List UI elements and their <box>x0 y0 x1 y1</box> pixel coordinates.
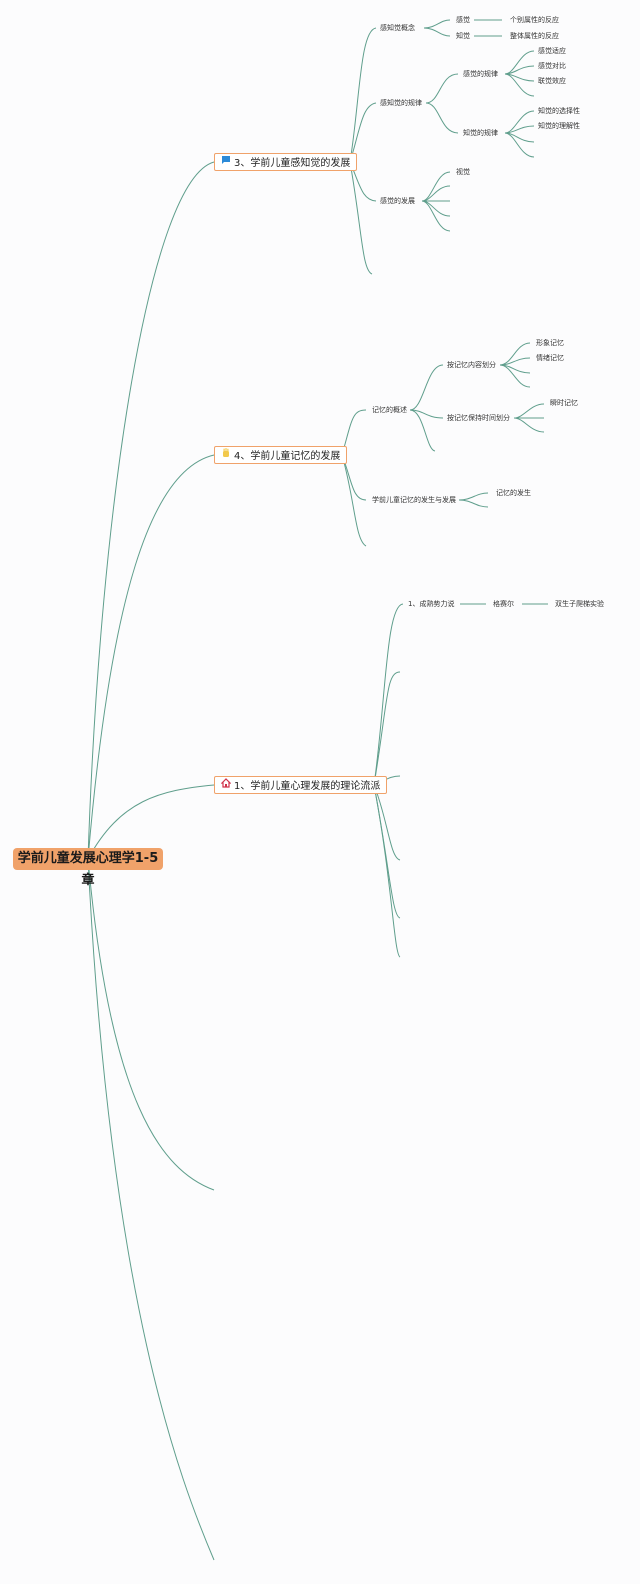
node-by-duration[interactable]: 按记忆保持时间划分 <box>447 414 510 422</box>
node-sensory-adaptation[interactable]: 感觉适应 <box>538 47 566 55</box>
node-vision[interactable]: 视觉 <box>456 168 470 176</box>
node-memory-occurrence[interactable]: 记忆的发生 <box>496 489 531 497</box>
node-maturation-theory[interactable]: 1、成熟势力说 <box>408 600 455 608</box>
node-perception-laws[interactable]: 感知觉的规律 <box>380 99 422 107</box>
node-perception-selectivity[interactable]: 知觉的选择性 <box>538 107 580 115</box>
branch-label: 1、学前儿童心理发展的理论流派 <box>234 781 381 792</box>
home-icon <box>220 777 232 795</box>
flag-icon <box>221 154 231 172</box>
node-perception-concept[interactable]: 感知觉概念 <box>380 24 415 32</box>
node-twin-experiment[interactable]: 双生子爬梯实验 <box>555 600 604 608</box>
node-perception-understanding[interactable]: 知觉的理解性 <box>538 122 580 130</box>
root-node[interactable]: 学前儿童发展心理学1-5章 <box>13 848 163 888</box>
node-sensory-contrast[interactable]: 感觉对比 <box>538 62 566 70</box>
node-gesell[interactable]: 格赛尔 <box>493 600 514 608</box>
node-perception-laws-sub[interactable]: 知觉的规律 <box>463 129 498 137</box>
node-by-content[interactable]: 按记忆内容划分 <box>447 361 496 369</box>
node-sensation[interactable]: 感觉 <box>456 16 470 24</box>
node-perception[interactable]: 知觉 <box>456 32 470 40</box>
node-synesthesia[interactable]: 联觉效应 <box>538 77 566 85</box>
branch-label: 3、学前儿童感知觉的发展 <box>234 158 351 169</box>
branch-label: 4、学前儿童记忆的发展 <box>234 451 341 462</box>
node-memory-occurrence-development[interactable]: 学前儿童记忆的发生与发展 <box>372 496 456 504</box>
node-perception-desc[interactable]: 整体属性的反应 <box>510 32 559 40</box>
node-sensation-laws[interactable]: 感觉的规律 <box>463 70 498 78</box>
node-memory-overview[interactable]: 记忆的概述 <box>372 406 407 414</box>
node-sensation-desc[interactable]: 个别属性的反应 <box>510 16 559 24</box>
branch-perception-development[interactable]: 3、学前儿童感知觉的发展 <box>214 153 358 172</box>
branch-theory-schools[interactable]: 1、学前儿童心理发展的理论流派 <box>214 776 388 795</box>
hand-icon <box>221 447 231 465</box>
node-sensation-development[interactable]: 感觉的发展 <box>380 197 415 205</box>
node-emotional-memory[interactable]: 情绪记忆 <box>536 354 564 362</box>
node-image-memory[interactable]: 形象记忆 <box>536 339 564 347</box>
branch-memory-development[interactable]: 4、学前儿童记忆的发展 <box>214 446 348 465</box>
node-instant-memory[interactable]: 瞬时记忆 <box>550 399 578 407</box>
